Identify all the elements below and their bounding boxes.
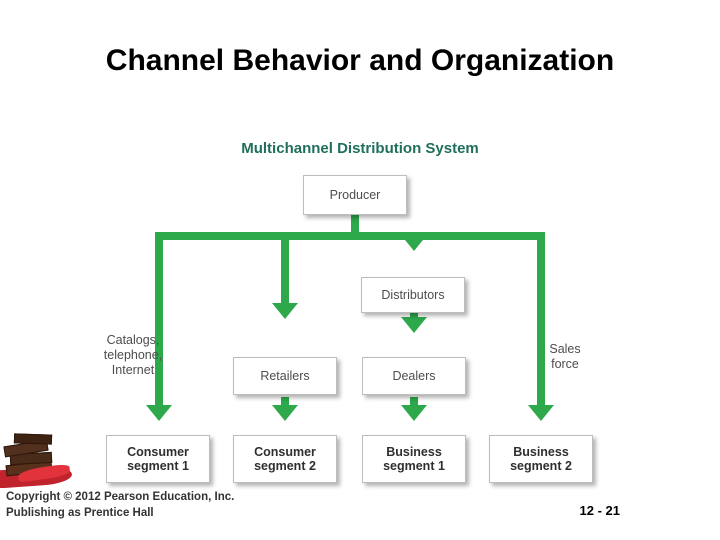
node-consumer-segment-1-line2: segment 1 — [127, 459, 189, 473]
node-consumer-segment-2-line2: segment 2 — [254, 459, 316, 473]
node-producer-label: Producer — [329, 187, 381, 202]
node-distributors-label: Distributors — [381, 287, 445, 302]
copyright-line-1: Copyright © 2012 Pearson Education, Inc. — [6, 490, 235, 503]
slide-subtitle: Multichannel Distribution System — [241, 140, 479, 157]
arrow-to-consumer-segment-1 — [146, 405, 172, 421]
connector-retailers-drop — [281, 232, 289, 308]
page-number: 12 - 21 — [579, 503, 620, 518]
arrow-to-retailers — [272, 303, 298, 319]
node-retailers: Retailers — [233, 357, 337, 395]
arrow-to-business-segment-2 — [528, 405, 554, 421]
label-catalogs-line3: Internet — [111, 363, 155, 377]
node-retailers-label: Retailers — [260, 368, 310, 383]
node-distributors: Distributors — [361, 277, 465, 313]
chocolate-bar-4 — [13, 433, 53, 445]
connector-right-drop — [537, 232, 545, 412]
multichannel-distribution-diagram: Producer Distributors Retailers Dealers … — [0, 165, 720, 500]
label-catalogs-telephone-internet: Catalogs, telephone, Internet — [78, 333, 188, 378]
node-consumer-segment-1-line1: Consumer — [127, 444, 189, 459]
copyright-notice: Copyright © 2012 Pearson Education, Inc.… — [6, 489, 234, 522]
node-business-segment-2-line2: segment 2 — [510, 459, 572, 473]
node-business-segment-1-line2: segment 1 — [383, 459, 445, 473]
connector-distributors-dealers — [410, 310, 418, 322]
node-consumer-segment-1: Consumer segment 1 — [106, 435, 210, 483]
arrow-distributors-to-dealers — [401, 317, 427, 333]
connector-retailers-consumer2 — [281, 397, 289, 409]
connector-dealers-business1 — [410, 397, 418, 409]
label-sales-force-line2: force — [551, 357, 579, 371]
arrow-retailers-to-consumer-segment-2 — [272, 405, 298, 421]
page-title: Channel Behavior and Organization — [105, 44, 615, 77]
arrow-dealers-to-business-segment-1 — [401, 405, 427, 421]
node-business-segment-1: Business segment 1 — [362, 435, 466, 483]
node-business-segment-2-line1: Business — [513, 444, 569, 459]
arrow-to-distributors — [401, 235, 427, 251]
node-business-segment-2: Business segment 2 — [489, 435, 593, 483]
node-dealers-label: Dealers — [392, 368, 436, 383]
node-consumer-segment-2: Consumer segment 2 — [233, 435, 337, 483]
copyright-line-2: Publishing as Prentice Hall — [6, 507, 154, 520]
label-catalogs-line2: telephone, — [103, 348, 163, 362]
connector-left-drop — [155, 232, 163, 412]
connector-producer-stub — [351, 213, 359, 238]
label-catalogs-line1: Catalogs, — [106, 333, 160, 347]
node-consumer-segment-2-line1: Consumer — [254, 444, 316, 459]
label-sales-force-line1: Sales — [549, 342, 581, 356]
node-producer: Producer — [303, 175, 407, 215]
label-sales-force: Sales force — [510, 342, 620, 372]
connector-horizontal-bus — [155, 232, 545, 240]
node-dealers: Dealers — [362, 357, 466, 395]
chocolate-bars-decoration — [0, 428, 74, 488]
node-business-segment-1-line1: Business — [386, 444, 442, 459]
